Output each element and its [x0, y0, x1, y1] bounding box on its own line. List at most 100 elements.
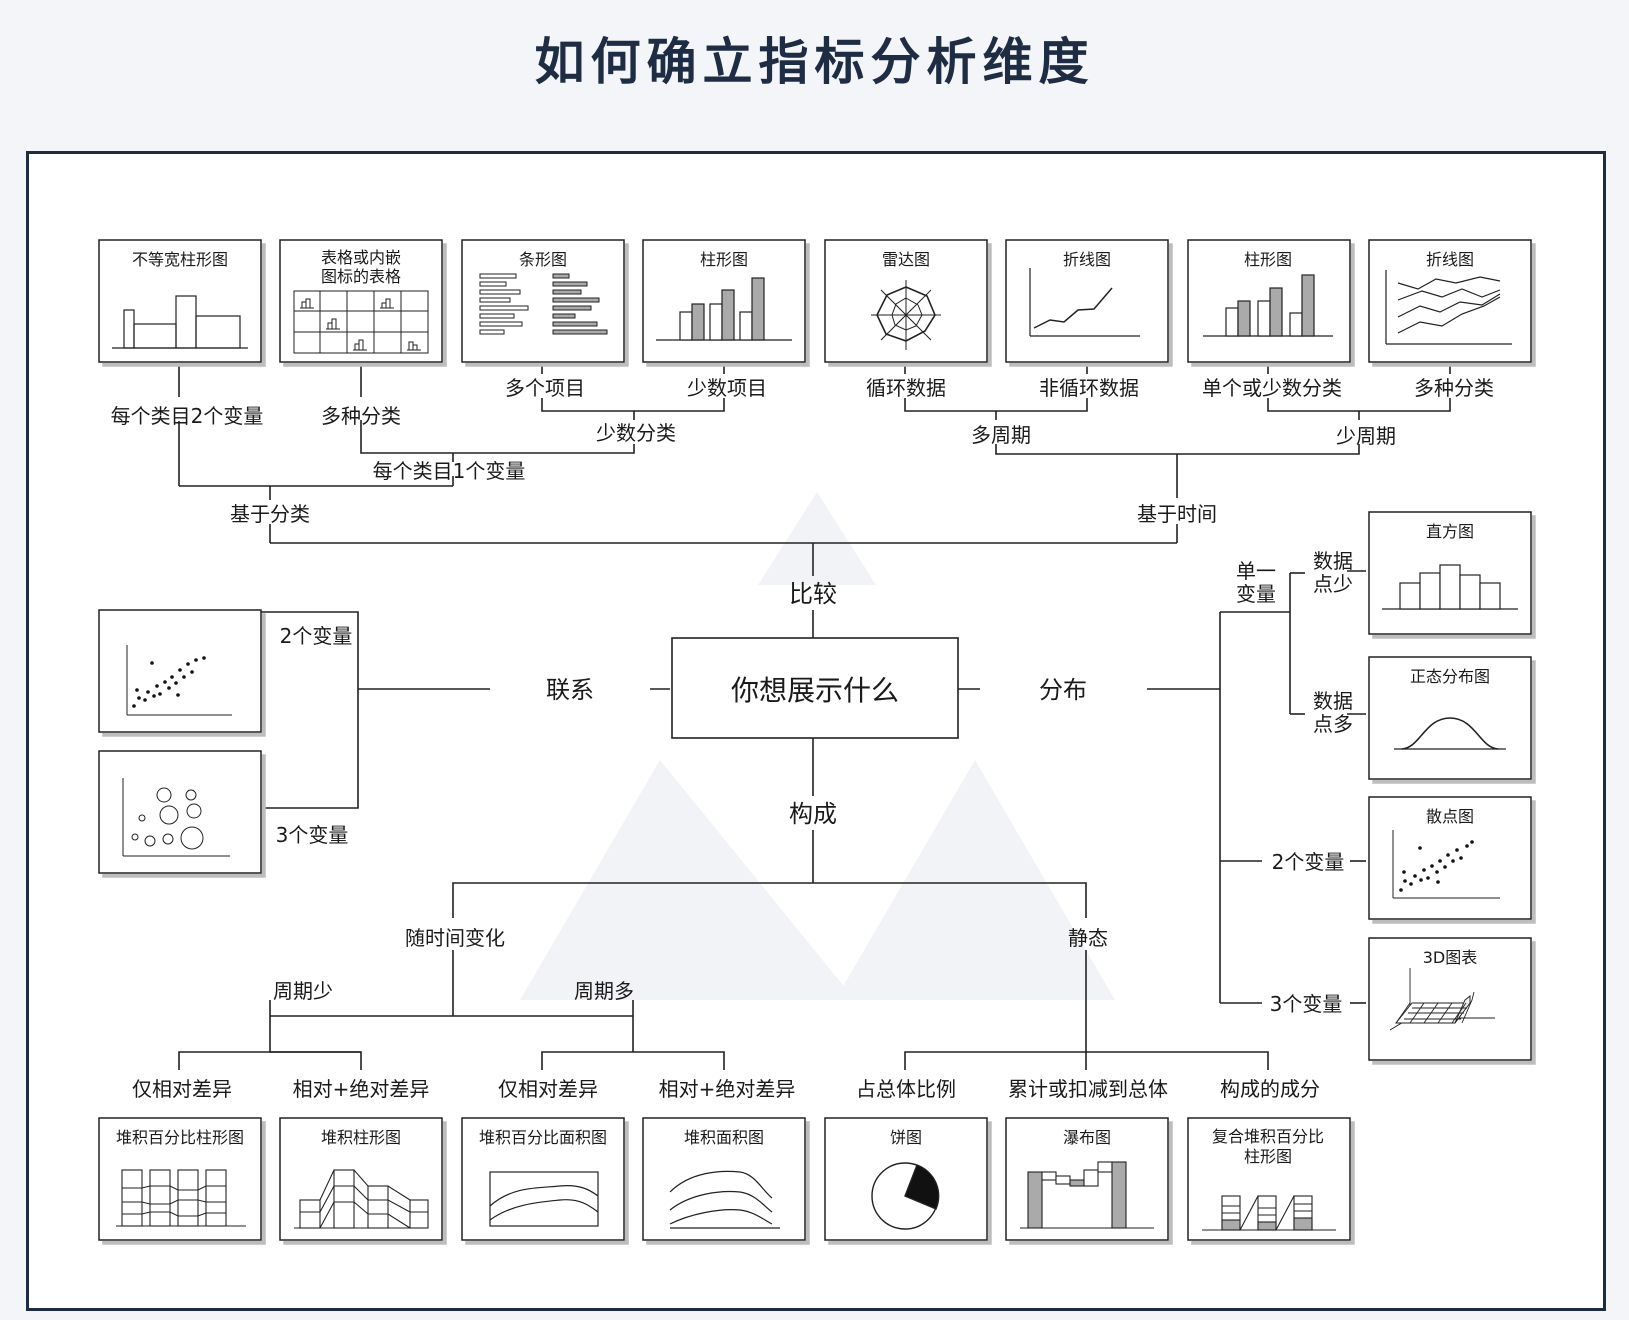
card-title: 折线图	[1426, 250, 1474, 269]
label-by-category: 基于分类	[230, 502, 310, 526]
bottom-card-6: 复合堆积百分比 柱形图	[1187, 1117, 1351, 1241]
label-few-points-1: 数据	[1313, 549, 1353, 573]
line-chart-icon	[1029, 268, 1140, 337]
label-few-points-2: 点少	[1313, 572, 1353, 596]
page-title: 如何确立指标分析维度	[534, 33, 1095, 91]
top-card-6: 柱形图	[1187, 239, 1351, 363]
label-one-var-per-cat: 每个类目1个变量	[373, 459, 526, 483]
watermark-logo	[520, 492, 1115, 1000]
branch-relation: 联系	[546, 676, 594, 704]
top-card-1: 表格或内嵌 图标的表格	[279, 239, 443, 363]
radar-chart-icon	[871, 280, 941, 350]
bottom-card-3: 堆积面积图	[642, 1117, 806, 1241]
label-rel-diff-a: 仅相对差异	[132, 1077, 232, 1101]
card-title: 不等宽柱形图	[132, 250, 228, 269]
card-title: 柱形图	[700, 250, 748, 269]
top-card-7: 折线图	[1368, 239, 1532, 363]
relation-card-scatter	[98, 609, 262, 733]
label-over-time: 随时间变化	[405, 926, 505, 950]
label-static: 静态	[1068, 926, 1108, 950]
bubble-icon	[122, 778, 230, 857]
column-chart-icon	[1203, 274, 1333, 337]
label-cyclic: 循环数据	[866, 376, 946, 400]
relation-card-bubble	[98, 750, 262, 874]
card-title: 堆积柱形图	[321, 1128, 401, 1147]
card-title: 3D图表	[1423, 948, 1478, 967]
scatter-icon	[1392, 830, 1500, 899]
label-few-periods: 少周期	[1336, 424, 1396, 448]
stacked-area-icon	[669, 1170, 780, 1229]
card-title: 堆积面积图	[684, 1128, 764, 1147]
table-icon	[293, 290, 429, 354]
3d-surface-icon	[1389, 968, 1495, 1031]
label-by-time: 基于时间	[1137, 502, 1217, 526]
connector-lines	[178, 362, 1451, 1070]
stacked-percent-area-icon	[489, 1171, 599, 1227]
card-title: 复合堆积百分比	[1212, 1127, 1324, 1146]
histogram-icon	[1382, 564, 1518, 610]
dist-card-normal: 正态分布图	[1368, 656, 1532, 780]
card-title: 堆积百分比柱形图	[116, 1128, 244, 1147]
center-label: 你想展示什么	[731, 674, 899, 707]
horizontal-bar-icon	[479, 273, 529, 335]
card-title: 饼图	[890, 1128, 922, 1147]
normal-curve-icon	[1394, 717, 1506, 750]
bottom-card-1: 堆积柱形图	[279, 1117, 443, 1241]
label-relation-three-vars: 3个变量	[276, 823, 349, 847]
label-single-var-2: 变量	[1236, 582, 1276, 606]
label-few-periods-comp: 周期少	[273, 979, 333, 1003]
waterfall-icon	[1020, 1161, 1154, 1229]
label-rel-abs-b: 相对+绝对差异	[659, 1077, 796, 1101]
card-title-line2: 柱形图	[1244, 1147, 1292, 1166]
top-card-3: 柱形图	[642, 239, 806, 363]
horizontal-bar-icon-shaded	[552, 273, 608, 335]
label-many-periods: 多周期	[971, 423, 1031, 447]
dist-card-scatter: 散点图	[1368, 796, 1532, 920]
top-card-0: 不等宽柱形图	[98, 239, 262, 363]
card-title: 散点图	[1426, 807, 1474, 826]
card-title: 直方图	[1426, 522, 1474, 541]
label-components: 构成的成分	[1220, 1077, 1320, 1101]
card-title: 堆积百分比面积图	[479, 1128, 607, 1147]
card-title: 条形图	[519, 250, 567, 269]
pie-chart-icon	[871, 1162, 940, 1230]
label-many-cats: 多种分类	[321, 404, 401, 428]
stacked-percent-column-icon	[116, 1169, 246, 1227]
label-rel-abs-a: 相对+绝对差异	[293, 1077, 430, 1101]
label-many-periods-comp: 周期多	[574, 979, 634, 1003]
label-many-items: 多个项目	[505, 376, 585, 400]
bottom-card-2: 堆积百分比面积图	[461, 1117, 625, 1241]
card-title: 表格或内嵌	[321, 248, 401, 267]
branch-composition: 构成	[789, 800, 837, 828]
card-title: 折线图	[1063, 250, 1111, 269]
label-dist-three-vars: 3个变量	[1270, 992, 1343, 1016]
label-many-cats-time: 多种分类	[1414, 376, 1494, 400]
variable-width-bar-icon	[112, 295, 248, 349]
bottom-card-5: 瀑布图	[1005, 1117, 1169, 1241]
label-many-points-1: 数据	[1313, 689, 1353, 713]
label-share: 占总体比例	[856, 1077, 956, 1101]
label-few-cats: 少数分类	[596, 421, 676, 445]
composite-stacked-percent-column-icon	[1202, 1195, 1336, 1231]
center-box: 你想展示什么	[671, 637, 959, 739]
label-accum: 累计或扣减到总体	[1008, 1077, 1168, 1101]
dist-card-histogram: 直方图	[1368, 511, 1532, 635]
label-single-var-1: 单一	[1236, 559, 1276, 583]
label-few-items: 少数项目	[687, 376, 767, 400]
stacked-column-icon	[294, 1169, 429, 1229]
card-title: 柱形图	[1244, 250, 1292, 269]
top-card-4: 雷达图	[824, 239, 988, 363]
scatter-icon	[126, 645, 232, 716]
top-card-2: 条形图	[461, 239, 625, 363]
dist-card-3d: 3D图表	[1368, 937, 1532, 1061]
label-many-points-2: 点多	[1313, 712, 1353, 736]
label-relation-two-vars: 2个变量	[280, 624, 353, 648]
column-chart-icon	[656, 277, 792, 341]
top-card-5: 折线图	[1005, 239, 1169, 363]
bottom-card-4: 饼图	[824, 1117, 988, 1241]
bottom-card-0: 堆积百分比柱形图	[98, 1117, 262, 1241]
label-two-var-per-cat: 每个类目2个变量	[111, 404, 264, 428]
branch-distribution: 分布	[1039, 676, 1087, 704]
label-dist-two-vars: 2个变量	[1272, 850, 1345, 874]
